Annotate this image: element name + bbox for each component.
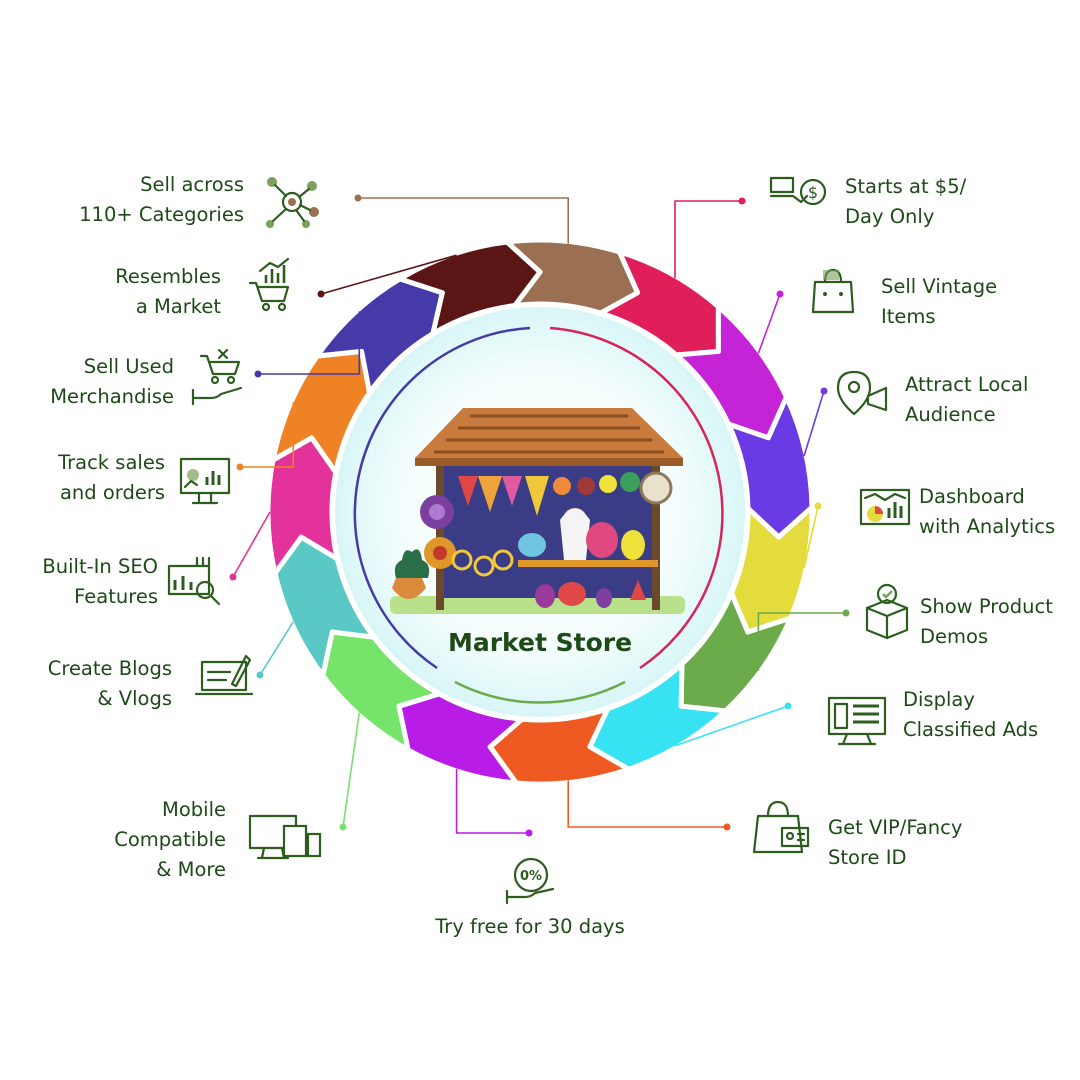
connector-line-f04: [803, 390, 825, 457]
location-megaphone-icon: [836, 370, 888, 416]
cart-hand-icon: [191, 348, 243, 406]
connector-dot-f14: [254, 370, 262, 378]
discount-hand-icon: 0%: [505, 857, 555, 905]
connector-line-f05: [803, 505, 819, 569]
connector-dot-f02: [738, 197, 746, 205]
connector-dot-f10: [339, 823, 347, 831]
devices-icon: [248, 814, 322, 860]
connector-line-f08: [567, 780, 727, 828]
connector-lines: [229, 194, 850, 837]
connector-dot-f03: [776, 290, 784, 298]
svg-text:0%: 0%: [520, 869, 542, 884]
connector-line-f03: [757, 293, 781, 354]
svg-text:$: $: [808, 183, 818, 202]
connector-line-f15: [320, 254, 457, 295]
store-id-icon: [752, 800, 810, 854]
cart-growth-icon: [248, 257, 290, 312]
connector-dot-f08: [723, 823, 731, 831]
connector-line-f01: [358, 197, 569, 244]
connector-dot-f04: [820, 387, 828, 395]
connector-dot-f06: [842, 609, 850, 617]
inner-arc-left: [353, 326, 531, 670]
connector-dot-f12: [229, 573, 237, 581]
feature-label-create-blogs-vlogs: Create Blogs& Vlogs: [47, 657, 172, 710]
seo-chart-icon: [167, 556, 221, 606]
connector-line-f10: [342, 712, 361, 828]
connector-dot-f09: [525, 829, 533, 837]
feature-label-try-free: Try free for 30 days: [435, 915, 625, 938]
connector-line-f11: [259, 621, 294, 676]
feature-label-starts-at-price: Starts at $5/Day Only: [845, 175, 967, 228]
connector-dot-f11: [256, 671, 264, 679]
connector-line-f13: [240, 402, 295, 468]
connector-line-f09: [455, 768, 529, 834]
connector-dot-f13: [236, 463, 244, 471]
connector-line-f02: [674, 200, 742, 279]
product-box-icon: [865, 583, 909, 640]
classified-ads-icon: [827, 696, 887, 746]
connector-dot-f01: [354, 194, 362, 202]
connector-line-f12: [232, 511, 271, 578]
network-icon: [266, 177, 319, 228]
connector-dot-f15: [317, 290, 325, 298]
money-hand-icon: $: [769, 176, 827, 206]
inner-arc-right: [549, 326, 724, 670]
blog-laptop-icon: [194, 654, 254, 696]
monitor-chart-icon: [179, 457, 231, 505]
center-title: Market Store: [447, 628, 633, 657]
market-stall-illustration: [390, 408, 685, 614]
connector-line-f07: [674, 705, 789, 747]
connector-line-f06: [757, 612, 846, 671]
inner-arc-bottom: [454, 680, 626, 704]
connector-dot-f07: [784, 702, 792, 710]
connector-dot-f05: [814, 502, 822, 510]
shopping-bag-icon: [811, 268, 855, 314]
connector-line-f14: [258, 311, 361, 375]
arrow-ring: [265, 237, 815, 787]
dashboard-analytics-icon: [859, 488, 911, 526]
